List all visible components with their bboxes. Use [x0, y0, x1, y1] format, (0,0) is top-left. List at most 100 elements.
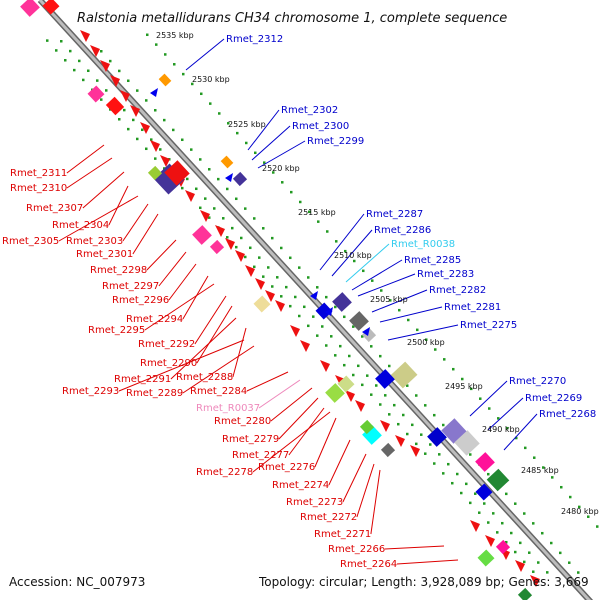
tick-dot [478, 511, 481, 514]
tick-dot [343, 315, 346, 319]
chromosome-backbone [37, 0, 594, 600]
gene-arrow-reverse [185, 190, 195, 202]
tick-dot [370, 345, 373, 348]
kbp-tick-label: 2525 kbp [228, 120, 266, 129]
gene-label-forward: Rmet_2268 [539, 409, 596, 420]
tick-dot [335, 240, 338, 243]
gene-label-forward: Rmet_2275 [460, 320, 517, 331]
tick-dot [159, 148, 162, 151]
tick-dot [388, 413, 391, 416]
gene-arrow-reverse [515, 560, 525, 572]
gene-arrow-forward [362, 327, 370, 336]
gene-box [158, 73, 172, 87]
tick-dot [127, 127, 130, 131]
gene-arrow-reverse [485, 535, 495, 547]
tick-dot [505, 492, 508, 496]
leader-line [396, 559, 459, 565]
tick-dot [510, 531, 513, 535]
gene-box [332, 292, 352, 312]
gene-label-reverse: Rmet_2304 [52, 220, 109, 231]
gene-label-forward: Rmet_2300 [292, 121, 349, 132]
gene-arrow-reverse [320, 360, 330, 372]
kbp-tick-label: 2490 kbp [482, 425, 520, 434]
tick-dot [272, 171, 275, 174]
gene-label-forward: Rmet_2269 [525, 393, 582, 404]
gene-box [475, 483, 493, 501]
gene-labels: Rmet_2312Rmet_2302Rmet_2300Rmet_2299Rmet… [2, 34, 596, 570]
tick-dot [195, 187, 198, 191]
gene-arrow-reverse [470, 520, 480, 532]
tick-dot [271, 285, 274, 288]
tick-dot [209, 102, 212, 105]
tick-dot [366, 374, 369, 377]
tick-dot [461, 377, 464, 381]
gene-label-reverse: Rmet_2311 [10, 168, 67, 179]
tick-dot [424, 404, 427, 407]
gene-box [325, 383, 345, 403]
gene-arrow-reverse [530, 575, 540, 587]
tick-dot [433, 413, 436, 417]
gene-box [42, 0, 60, 15]
tick-dot [109, 59, 112, 63]
tick-dot [361, 335, 364, 338]
tick-dot [483, 502, 486, 505]
leader-line [182, 345, 255, 394]
gene-label-reverse: Rmet_2274 [272, 480, 329, 491]
leader-line [278, 397, 319, 440]
gene-box [427, 427, 447, 447]
tick-dot [325, 344, 328, 347]
tick-dot [289, 304, 292, 308]
tick-dot [384, 394, 387, 397]
gene-label-reverse: Rmet_2305 [2, 236, 59, 247]
leader-line [246, 371, 289, 392]
tick-dot [415, 394, 418, 397]
tick-dot [434, 348, 437, 351]
leader-line [158, 251, 187, 287]
gene-box [390, 361, 418, 389]
leader-line [247, 109, 280, 151]
tick-dot [240, 236, 243, 240]
tick-dot [127, 79, 130, 83]
tick-dot [145, 147, 148, 151]
leader-line [132, 213, 159, 255]
tick-dot [487, 521, 490, 524]
gene-label-forward: Rmet_2283 [417, 269, 474, 280]
gene-label-reverse: Rmet_2266 [328, 544, 385, 555]
gene-box [87, 85, 105, 103]
tick-dot [460, 491, 463, 495]
gene-arrow-reverse [130, 105, 140, 117]
tick-dot [568, 561, 571, 564]
gene-arrow-reverse [265, 290, 275, 302]
tick-dot [389, 299, 392, 302]
leader-line [319, 213, 365, 271]
tick-dot [402, 413, 405, 417]
tick-dot [190, 148, 193, 151]
tick-dot [262, 275, 265, 278]
gene-arrow-reverse [410, 445, 420, 457]
gene-arrow-reverse [120, 90, 130, 102]
tick-dot [118, 69, 121, 73]
tick-dot [326, 230, 329, 233]
tick-dot [244, 207, 247, 210]
gene-arrow-reverse [380, 420, 390, 432]
gene-arrow-forward [310, 291, 318, 300]
leader-line [58, 195, 139, 242]
leader-line [66, 157, 113, 189]
gene-label-forward: Rmet_R0038 [391, 239, 455, 250]
tick-dot [469, 453, 472, 456]
tick-dot [244, 255, 247, 259]
gene-box [454, 430, 480, 456]
tick-dot [213, 207, 216, 210]
tick-dot [258, 256, 261, 259]
tick-dot [551, 476, 554, 479]
tick-dot [105, 89, 108, 92]
leader-line [252, 411, 331, 473]
tick-dot [416, 328, 419, 332]
tick-dot [163, 118, 166, 122]
tick-dot [150, 138, 153, 141]
tick-dot [362, 269, 365, 273]
gene-box [380, 442, 396, 458]
leader-line [194, 295, 227, 345]
tick-dot [87, 69, 90, 73]
tick-dot [379, 354, 382, 358]
